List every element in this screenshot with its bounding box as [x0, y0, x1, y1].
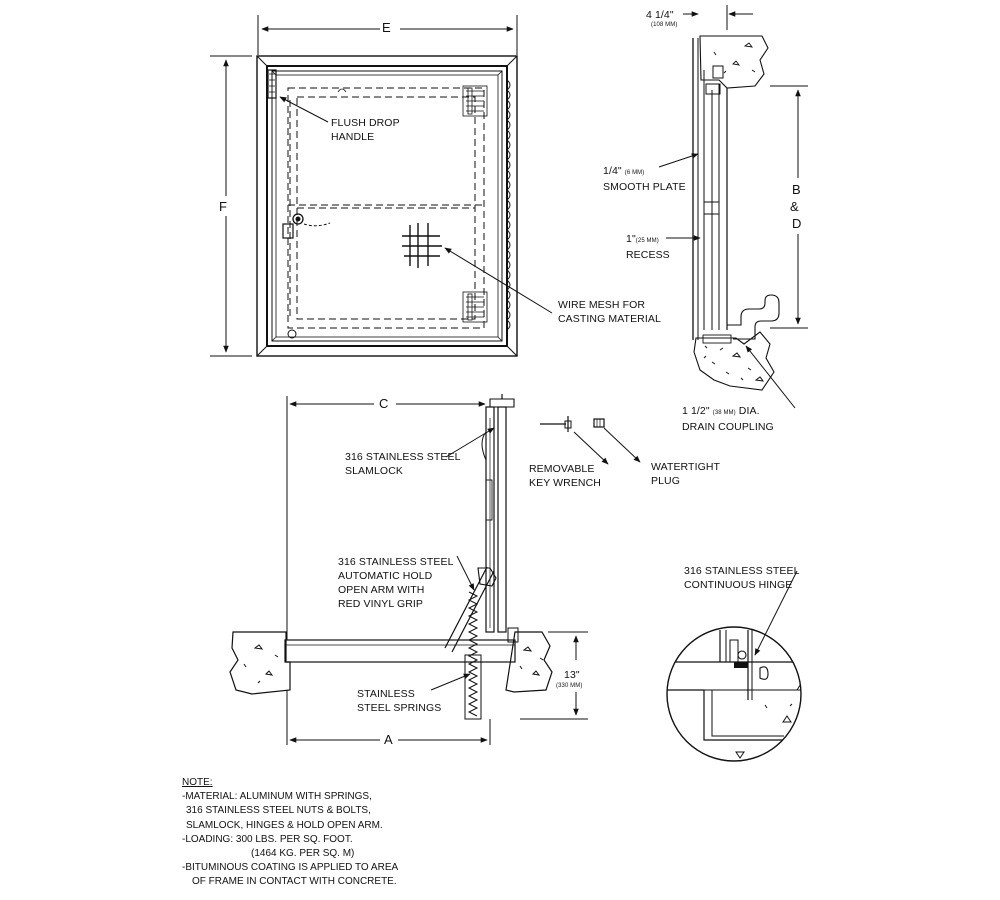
- drain-coupling-icon: [727, 294, 780, 340]
- dim-label-b: B: [792, 182, 801, 197]
- plate-mm: (6 MM): [624, 170, 645, 176]
- leader-drain: [745, 345, 796, 409]
- depth-mm: (330 MM): [556, 683, 583, 689]
- leader-hinge: [754, 570, 798, 656]
- note-line-5: (1464 KG. PER SQ. M): [251, 848, 355, 860]
- arm-line-1: 316 STAINLESS STEEL: [338, 556, 454, 568]
- leader-springs: [430, 673, 471, 691]
- note-line-2: 316 STAINLESS STEEL NUTS & BOLTS,: [186, 805, 371, 817]
- dimension-e-line: [257, 15, 518, 55]
- dimension-f-line: [210, 55, 252, 357]
- dim-label-amp: &: [790, 199, 799, 214]
- flush-drop-handle-icon: [267, 69, 347, 99]
- hinge-line-1: 316 STAINLESS STEEL: [684, 565, 800, 577]
- top-dim-mm: (108 MM): [651, 22, 678, 28]
- springs-label: STAINLESS STEEL SPRINGS: [357, 687, 441, 715]
- section-view: [229, 394, 588, 745]
- leader-plate: [658, 153, 699, 168]
- note-line-1: -MATERIAL: ALUMINUM WITH SPRINGS,: [182, 791, 372, 803]
- plug-line-2: PLUG: [651, 475, 680, 487]
- notes-block: NOTE: -MATERIAL: ALUMINUM WITH SPRINGS, …: [182, 776, 398, 890]
- leader-handle: [279, 96, 329, 123]
- handle-line-1: FLUSH DROP: [331, 117, 400, 129]
- leader-arm: [456, 555, 475, 591]
- leader-mesh: [444, 247, 553, 314]
- mesh-label: WIRE MESH FOR CASTING MATERIAL: [558, 298, 661, 326]
- concrete-bottom: [693, 331, 775, 391]
- depth-label: 13": [564, 669, 580, 681]
- key-label: REMOVABLE KEY WRENCH: [529, 462, 601, 490]
- concrete-top: [699, 35, 769, 89]
- dim-label-f: F: [219, 199, 227, 214]
- plan-view: [210, 15, 553, 357]
- arm-label: 316 STAINLESS STEEL AUTOMATIC HOLD OPEN …: [338, 555, 454, 611]
- spring-bracket-top: [462, 85, 488, 117]
- corner-hinge-icon: [287, 329, 297, 339]
- stainless-springs-icon: [464, 591, 482, 720]
- hinge-detail-view: [666, 570, 802, 762]
- handle-line-2: HANDLE: [331, 131, 375, 143]
- dim-label-c: C: [379, 396, 389, 411]
- plate-label: 1/4" (6 MM) SMOOTH PLATE: [603, 164, 686, 194]
- mesh-line-1: WIRE MESH FOR: [558, 299, 646, 311]
- slamlock-label: 316 STAINLESS STEEL SLAMLOCK: [345, 450, 461, 478]
- drain-mm: (38 MM): [712, 410, 736, 416]
- notes-title: NOTE:: [182, 777, 213, 788]
- drain-size: 1 1/2": [682, 405, 710, 417]
- plate-text: SMOOTH PLATE: [603, 181, 686, 193]
- mesh-line-2: CASTING MATERIAL: [558, 313, 661, 325]
- drain-label: 1 1/2" (38 MM) DIA. DRAIN COUPLING: [682, 404, 774, 434]
- arm-line-3: OPEN ARM WITH: [338, 584, 425, 596]
- recess-mm: (25 MM): [635, 238, 659, 244]
- key-line-1: REMOVABLE: [529, 463, 595, 475]
- slamlock-line-2: SLAMLOCK: [345, 465, 403, 477]
- dashed-inner-outline: [287, 87, 485, 329]
- drain-dia: DIA.: [738, 405, 760, 417]
- slamlock-line-1: 316 STAINLESS STEEL: [345, 451, 461, 463]
- concrete-left: [229, 631, 291, 695]
- leader-slamlock: [445, 427, 495, 458]
- dim-label-d: D: [792, 216, 802, 231]
- drain-text: DRAIN COUPLING: [682, 421, 774, 433]
- watertight-plug-icon: [593, 418, 641, 463]
- springs-line-1: STAINLESS: [357, 688, 415, 700]
- dim-label-a: A: [384, 732, 393, 747]
- concrete-right: [505, 631, 553, 693]
- key-line-2: KEY WRENCH: [529, 477, 601, 489]
- recess-label: 1"(25 MM) RECESS: [626, 232, 670, 262]
- plate-size: 1/4": [603, 165, 622, 177]
- plug-line-1: WATERTIGHT: [651, 461, 721, 473]
- hatch-frame: [256, 55, 518, 357]
- note-line-7: OF FRAME IN CONTACT WITH CONCRETE.: [192, 876, 397, 888]
- hinge-knuckles: [506, 79, 511, 331]
- plug-label: WATERTIGHT PLUG: [651, 460, 720, 488]
- recess-size: 1": [626, 233, 636, 245]
- hinge-line-2: CONTINUOUS HINGE: [684, 579, 793, 591]
- handle-label: FLUSH DROP HANDLE: [331, 116, 400, 144]
- key-wrench-icon: [540, 416, 609, 465]
- hinge-label: 316 STAINLESS STEEL CONTINUOUS HINGE: [684, 564, 800, 592]
- note-line-3: SLAMLOCK, HINGES & HOLD OPEN ARM.: [186, 819, 383, 831]
- note-line-6: -BITUMINOUS COATING IS APPLIED TO AREA: [182, 862, 399, 874]
- arm-line-4: RED VINYL GRIP: [338, 598, 424, 610]
- recess-text: RECESS: [626, 249, 670, 261]
- note-line-4: -LOADING: 300 LBS. PER SQ. FOOT.: [182, 833, 353, 845]
- hold-open-arm-icon: [444, 566, 497, 653]
- top-dim-label: 4 1/4": [646, 9, 674, 21]
- springs-line-2: STEEL SPRINGS: [357, 702, 442, 714]
- side-detail-view: [658, 5, 808, 409]
- dim-label-e: E: [382, 20, 391, 35]
- slamlock-icon: [282, 213, 331, 239]
- wire-mesh-icon: [402, 223, 442, 268]
- spring-bracket-bottom: [462, 291, 488, 323]
- arm-line-2: AUTOMATIC HOLD: [338, 570, 433, 582]
